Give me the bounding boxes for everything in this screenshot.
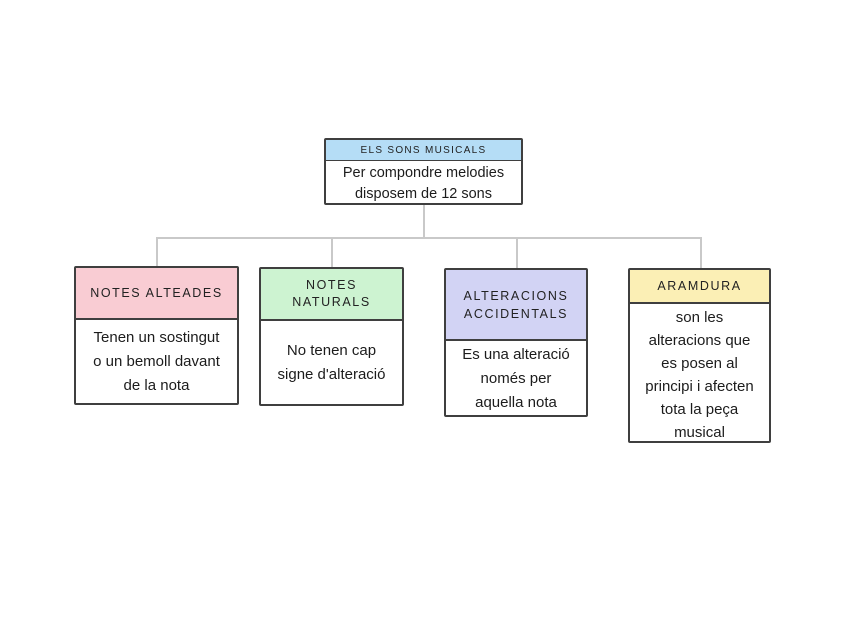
connector-root-vertical: [423, 205, 425, 237]
root-node-els-sons-musicals: ELS SONS MUSICALS Per compondre melodies…: [324, 138, 523, 205]
connector-child-3-vertical: [516, 237, 518, 269]
node-aramdura-header: ARAMDURA: [630, 270, 769, 304]
node-alteracions-accidentals-body: Es una alteració només per aquella nota: [462, 346, 570, 411]
node-aramdura-body: son les alteracions que es posen al prin…: [645, 309, 754, 441]
connector-horizontal-main: [156, 237, 701, 239]
node-notes-alteades-body: Tenen un sostingut o un bemoll davant de…: [93, 328, 220, 394]
connector-child-1-vertical: [156, 237, 158, 267]
root-node-header: ELS SONS MUSICALS: [326, 140, 521, 161]
root-node-body: Per compondre melodies disposem de 12 so…: [342, 165, 505, 202]
connector-child-2-vertical: [331, 237, 333, 268]
node-alteracions-accidentals-header: ALTERACIONS ACCIDENTALS: [446, 270, 586, 341]
node-notes-naturals-body: No tenen cap signe d'alteració: [277, 341, 386, 383]
node-notes-alteades-header: NOTES ALTEADES: [76, 268, 237, 320]
connector-child-4-vertical: [700, 237, 702, 269]
node-notes-naturals: NOTES NATURALS No tenen cap signe d'alte…: [259, 267, 404, 406]
node-aramdura: ARAMDURA son les alteracions que es pose…: [628, 268, 771, 443]
node-notes-alteades: NOTES ALTEADES Tenen un sostingut o un b…: [74, 266, 239, 405]
node-alteracions-accidentals: ALTERACIONS ACCIDENTALS Es una alteració…: [444, 268, 588, 417]
node-notes-naturals-header: NOTES NATURALS: [261, 269, 402, 321]
